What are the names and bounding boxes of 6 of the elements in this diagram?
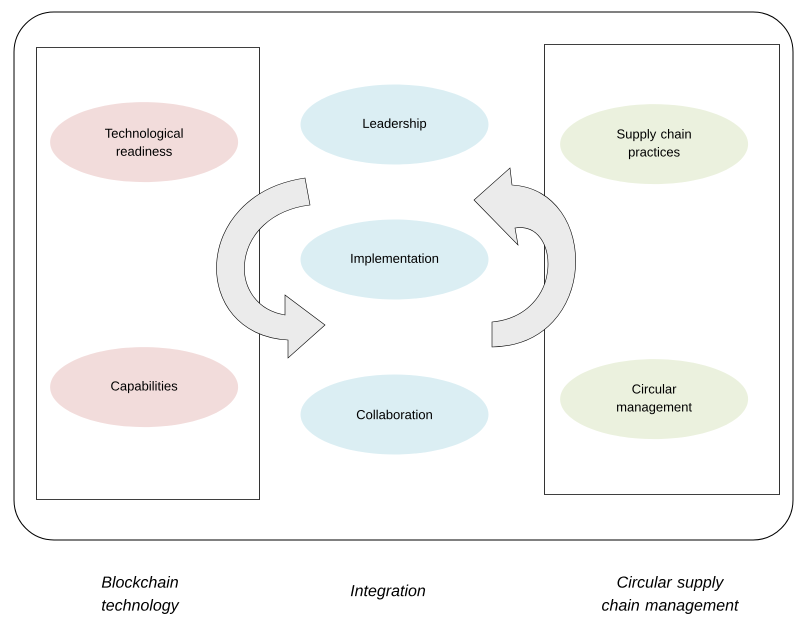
group-heading: Circular supply chain management [602,576,739,614]
group-box [544,44,780,495]
frame-box [14,12,794,540]
group-box [36,47,260,500]
group-heading: Blockchain technology [102,576,180,614]
group-heading: Integration [350,584,426,600]
